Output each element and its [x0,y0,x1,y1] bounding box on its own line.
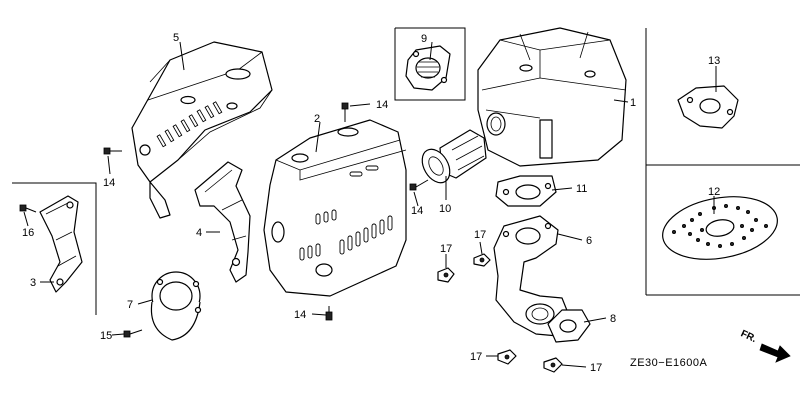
callout-14-bottom: 14 [294,309,306,321]
callout-16: 16 [22,227,34,239]
callout-4: 4 [196,227,202,239]
perforated-plate-part [662,196,778,260]
front-label: FR. [739,328,758,345]
callout-1: 1 [630,97,636,109]
callout-14-mid: 14 [411,205,423,217]
small-gasket-part [677,85,739,129]
nut-17-b [437,267,455,283]
small-bracket-part [39,195,83,293]
front-direction-indicator: FR. [739,328,791,363]
callout-13: 13 [708,55,720,67]
spark-arrester-part [405,45,451,91]
callout-11: 11 [576,183,587,195]
callout-labels: 5 2 9 1 13 12 11 6 8 10 4 3 7 14 14 14 1… [22,32,720,374]
nut-17-d [543,357,563,373]
callout-6: 6 [586,235,592,247]
leader-lines [23,41,717,368]
exhaust-cover-part [150,271,202,341]
exhaust-manifold-part [493,215,571,337]
exhaust-pipe-part [421,129,487,184]
figure-code: ZE30−E1600A [630,357,708,369]
callout-14-left: 14 [103,177,115,189]
callout-14-top: 14 [376,99,388,111]
front-arrow-icon [759,343,791,363]
plate-holes [672,203,769,248]
callout-15: 15 [100,330,112,342]
bolt-14-mid [409,179,429,191]
heat-shield-vents [156,101,223,148]
bolt-15 [123,329,143,338]
callout-17-a: 17 [474,229,486,241]
exhaust-gasket-part [495,175,557,207]
callout-7: 7 [127,299,133,311]
bolt-14-left [103,147,122,155]
callout-2: 2 [314,113,320,125]
diagram-frames [12,27,800,315]
mounting-bracket-part [194,161,251,283]
callout-8: 8 [610,313,616,325]
callout-9: 9 [421,33,427,45]
callout-12: 12 [708,186,720,198]
callout-5: 5 [173,32,179,44]
callout-17-d: 17 [590,362,602,374]
lower-gasket-part [547,309,591,343]
nut-17-a [473,253,491,267]
fasteners [19,102,563,373]
callout-17-b: 17 [440,243,452,255]
callout-17-c: 17 [470,351,482,363]
muffler-protector-part [263,119,407,297]
muffler-part [477,27,627,167]
bolt-14-top [341,102,349,122]
bolt-16 [19,204,37,213]
callout-10: 10 [439,203,451,215]
upper-heat-shield-part [131,41,273,219]
bolt-14-bottom [325,306,333,321]
nut-17-c [497,349,517,365]
callout-3: 3 [30,277,36,289]
protector-vents [299,165,393,261]
